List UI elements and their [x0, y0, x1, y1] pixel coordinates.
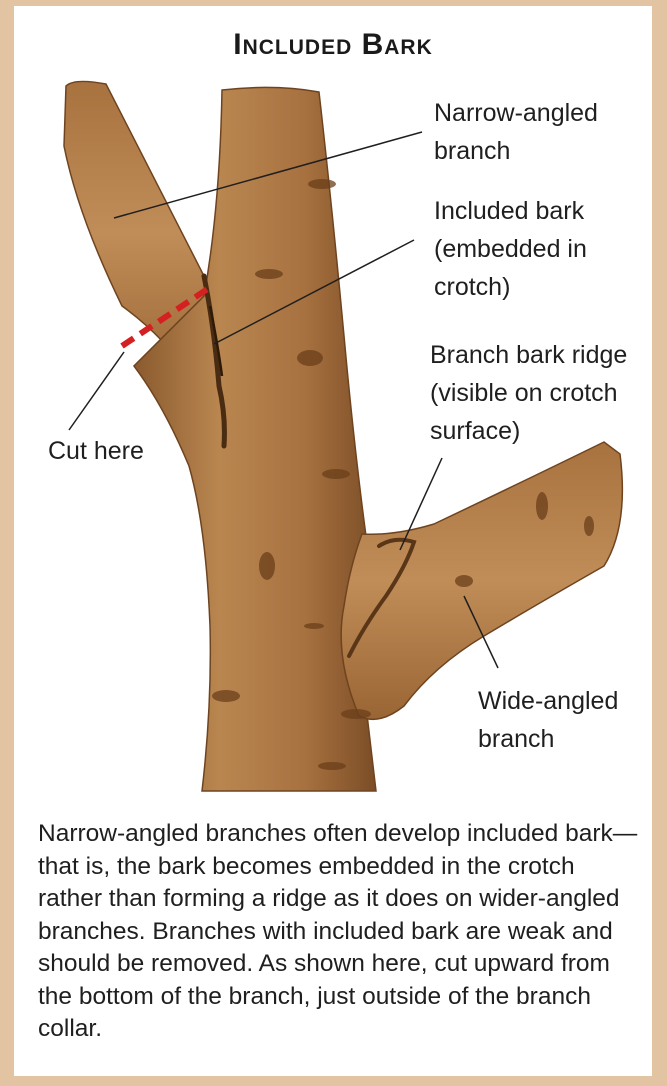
caption-text: Narrow-angled branches often develop inc…: [38, 818, 638, 1046]
label-cut-here: Cut here: [48, 432, 144, 470]
illustration-panel: Included Bark: [14, 6, 652, 1076]
trunk: [134, 87, 376, 791]
label-narrow-angled-branch: Narrow-angled branch: [434, 94, 598, 170]
label-included-bark: Included bark (embedded in crotch): [434, 192, 587, 306]
label-branch-bark-ridge: Branch bark ridge (visible on crotch sur…: [430, 336, 627, 450]
wide-angled-branch: [341, 442, 622, 719]
label-wide-angled-branch: Wide-angled branch: [478, 682, 618, 758]
leader-cut-here: [69, 352, 124, 430]
